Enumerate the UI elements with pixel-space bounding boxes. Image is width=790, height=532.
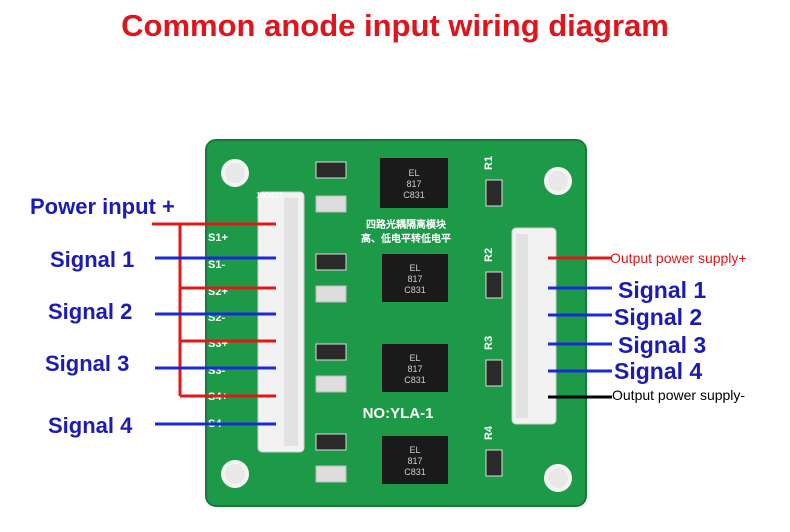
output-power-plus-label: Output power supply+ [610, 250, 747, 266]
smd-components [315, 161, 503, 483]
svg-text:EL: EL [408, 168, 419, 178]
svg-text:EL: EL [409, 445, 420, 455]
output-power-minus-label: Output power supply- [612, 387, 746, 403]
svg-text:817: 817 [407, 364, 422, 374]
silk-cn-line1: 四路光耦隔离模块 [366, 218, 447, 231]
pin-label-s1n: S1- [208, 259, 225, 271]
output-signal-4-label: Signal 4 [614, 358, 703, 384]
input-signal-2-label: Signal 2 [48, 299, 133, 324]
input-signal-3-label: Signal 3 [45, 351, 130, 376]
signal-input-wires [155, 256, 276, 426]
svg-text:C831: C831 [404, 375, 426, 385]
input-connector [257, 191, 305, 453]
input-signal-4-label: Signal 4 [48, 413, 133, 438]
r2-label: R2 [483, 248, 495, 262]
r1-label: R1 [483, 156, 495, 170]
svg-text:C831: C831 [404, 285, 426, 295]
svg-text:817: 817 [406, 179, 421, 189]
svg-text:EL: EL [409, 263, 420, 273]
pin-label-s1p: S1+ [208, 232, 228, 244]
optocoupler-1: EL 817 C831 [380, 158, 448, 208]
output-signal-2-label: Signal 2 [614, 304, 703, 330]
r4-label: R4 [483, 425, 495, 440]
svg-text:817: 817 [407, 274, 422, 284]
svg-text:C831: C831 [404, 467, 426, 477]
svg-text:817: 817 [407, 456, 422, 466]
model-label: NO:YLA-1 [363, 405, 434, 422]
power-input-label: Power input + [30, 194, 175, 219]
output-signal-1-label: Signal 1 [618, 277, 707, 303]
r3-label: R3 [483, 336, 495, 350]
svg-text:EL: EL [409, 353, 420, 363]
optocoupler-2: EL 817 C831 [382, 254, 448, 302]
silk-cn-line2: 高、低电平转低电平 [361, 232, 451, 245]
output-signal-3-label: Signal 3 [618, 332, 707, 358]
mounting-holes [221, 159, 572, 492]
svg-text:C831: C831 [403, 190, 425, 200]
diagram-title: Common anode input wiring diagram [121, 8, 669, 43]
date-code: 190403 [256, 191, 283, 200]
output-wires [548, 256, 612, 399]
input-signal-1-label: Signal 1 [50, 247, 135, 272]
optocoupler-3: EL 817 C831 [382, 344, 448, 392]
optocoupler-4: EL 817 C831 [382, 436, 448, 484]
output-connector [511, 227, 557, 425]
